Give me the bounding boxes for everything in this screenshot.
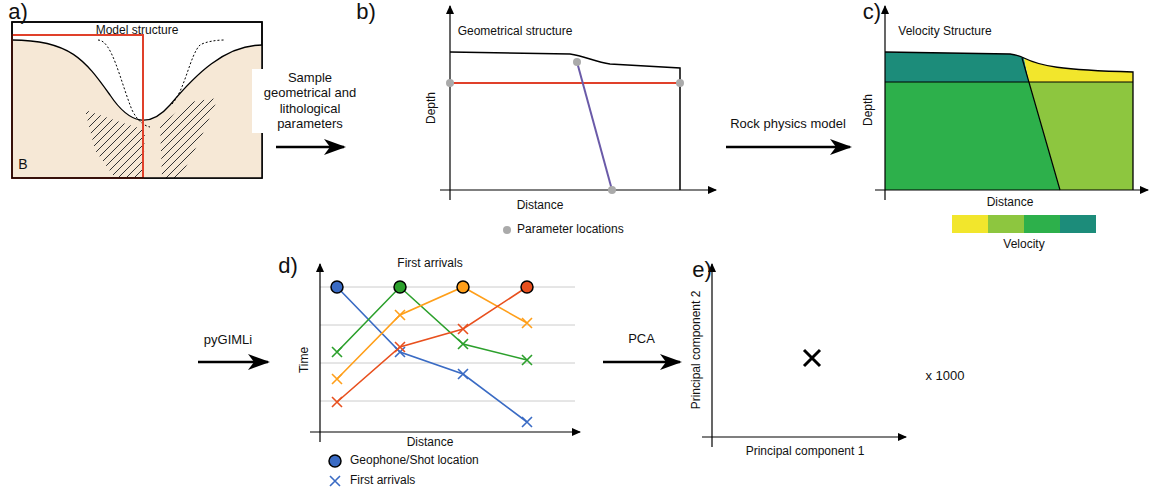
- panel-text: Model structure: [96, 24, 179, 38]
- edge-label: Rock physics model: [728, 115, 848, 133]
- panel-text: Geometrical structure: [458, 25, 573, 39]
- edge-label: Sample geometrical and lithological para…: [252, 69, 368, 133]
- panel-text: Depth: [862, 94, 876, 126]
- first-arrival-mark: [332, 374, 342, 384]
- panel-text: Principal component 2: [690, 291, 704, 410]
- panel: a) Model structureB: [0, 0, 268, 190]
- panel-text: Velocity: [1003, 238, 1044, 252]
- first-arrival-mark: [522, 417, 532, 427]
- first-arrival-mark: [332, 397, 342, 407]
- edge-label: PCA: [626, 330, 657, 348]
- panel-text: B: [18, 156, 27, 172]
- panel-text: Velocity Structure: [898, 25, 991, 39]
- panel-text: Depth: [425, 92, 439, 124]
- first-arrival-mark: [522, 355, 532, 365]
- panel-text: Time: [298, 347, 312, 373]
- panel-text: Principal component 1: [746, 445, 865, 459]
- pca-plot: [702, 264, 906, 447]
- process-arrow: [198, 361, 268, 364]
- panel-letter: c): [863, 0, 881, 25]
- first-arrival-mark: [332, 347, 342, 357]
- panel: c) Velocity StructureDepthDistanceVelocit…: [858, 0, 1150, 255]
- panel: b) Geometrical structureDepthDistance: [352, 0, 718, 240]
- process-arrow: [726, 146, 850, 149]
- first-arrival-mark: [395, 310, 405, 320]
- panel-letter: a): [8, 0, 28, 25]
- panel-letter: e): [692, 257, 712, 282]
- first-arrival-mark: [458, 369, 468, 379]
- first-arrival-mark: [522, 318, 532, 328]
- legend-text: Geophone/Shot location: [350, 454, 479, 468]
- geometrical-structure-plot: [440, 6, 716, 234]
- legend-text: First arrivals: [350, 474, 415, 488]
- panel-text: First arrivals: [397, 257, 462, 271]
- panel-text: Distance: [987, 196, 1034, 210]
- first-arrival-mark: [395, 342, 405, 352]
- process-arrow: [603, 361, 680, 364]
- legend-text: Parameter locations: [517, 223, 624, 237]
- panel: e) Principal component 2 Principal compone…: [688, 255, 913, 470]
- panel-text: Distance: [517, 199, 564, 213]
- velocity-structure-plot: [875, 6, 1148, 233]
- first-arrival-mark: [458, 339, 468, 349]
- first-arrival-mark: [395, 347, 405, 357]
- first-arrival-mark: [458, 324, 468, 334]
- panel-letter: b): [356, 0, 376, 25]
- annotation-label: x 1000: [925, 369, 964, 384]
- panel-text: Distance: [407, 436, 454, 450]
- panel-letter: d): [278, 253, 298, 278]
- process-arrow: [276, 146, 344, 149]
- first-arrivals-plot: [310, 264, 580, 486]
- annotation-label: pyGIMLi: [204, 333, 252, 348]
- model-structure-sketch: [12, 22, 262, 178]
